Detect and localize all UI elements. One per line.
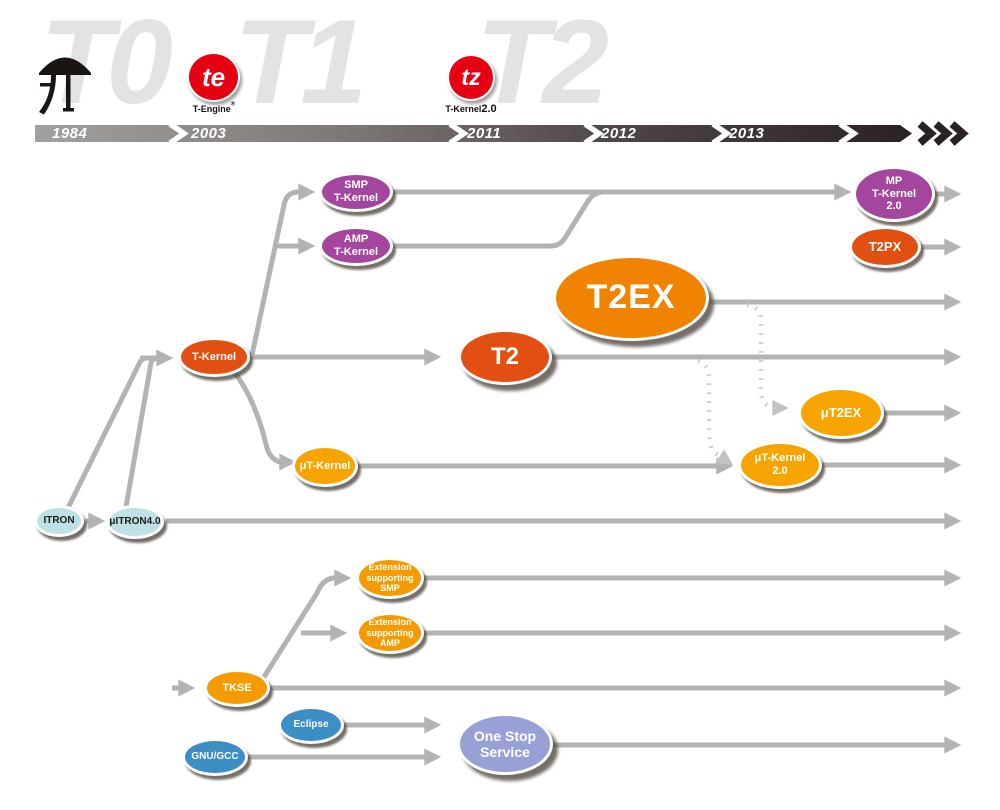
t-engine-logo-caption: T-Engine® (192, 101, 236, 114)
node-label: μT-Kernel 2.0 (754, 452, 806, 477)
node-mu-t-kernel-2-0: μT-Kernel 2.0 (738, 441, 822, 489)
node-label: Extension supporting SMP (366, 562, 414, 594)
node-mu-t-kernel: μT-Kernel (292, 445, 358, 487)
node-t2: T2 (458, 329, 552, 385)
node-eclipse: Eclipse (278, 706, 344, 744)
timeline-year-2013: 2013 (729, 125, 765, 142)
watermark-t1: T1 (234, 0, 367, 129)
node-mp-t-kernel-2-0: MP T-Kernel 2.0 (853, 166, 935, 222)
t-kernel-20-logo-icon: tz (447, 54, 495, 101)
dotted-connectors (697, 302, 789, 466)
t-kernel-20-logo-caption: T-Kernel2.0 (445, 103, 497, 115)
node-label: μT-Kernel (299, 459, 351, 472)
node-label: MP T-Kernel 2.0 (871, 175, 916, 213)
node-label: ITRON (43, 515, 75, 527)
node-label: SMP T-Kernel (333, 179, 378, 204)
node-t-kernel: T-Kernel (178, 337, 250, 377)
node-itron: ITRON (34, 505, 84, 537)
timeline-year-2011: 2011 (467, 125, 502, 142)
node-amp-t-kernel: AMP T-Kernel (319, 226, 393, 266)
timeline-separator-chevrons (168, 121, 859, 146)
node-gnu-gcc: GNU/GCC (182, 738, 248, 776)
node-extension-supporting-amp: Extension supporting AMP (356, 612, 424, 654)
node-label: One Stop Service (473, 727, 537, 760)
node-label: μITRON4.0 (109, 516, 161, 528)
node-label: GNU/GCC (191, 751, 239, 763)
node-mu-itron-4-0: μITRON4.0 (106, 505, 164, 539)
node-smp-t-kernel: SMP T-Kernel (319, 172, 393, 212)
timeline-future-chevrons (917, 121, 969, 146)
node-label: T2EX (586, 278, 676, 317)
node-extension-supporting-smp: Extension supporting SMP (356, 557, 424, 599)
node-label: μT2EX (820, 404, 862, 420)
node-label: Extension supporting AMP (366, 617, 414, 649)
node-label: AMP T-Kernel (333, 233, 378, 258)
timeline-year-1984: 1984 (52, 125, 88, 142)
t-engine-monogram: te (201, 62, 226, 92)
timeline-year-2012: 2012 (601, 125, 637, 142)
timeline-bar (35, 121, 969, 146)
node-one-stop-service: One Stop Service (457, 713, 553, 775)
registered-mark: ® (230, 101, 236, 108)
node-label: Eclipse (293, 719, 329, 731)
node-tkse: TKSE (204, 669, 270, 707)
node-label: T-Kernel (191, 350, 236, 363)
node-mu-t2ex: μT2EX (798, 387, 884, 439)
tron-logo-icon (39, 57, 91, 115)
t-engine-logo-icon: te (187, 52, 240, 102)
node-t2px: T2PX (849, 226, 921, 268)
t-kernel-20-monogram: tz (461, 64, 481, 90)
node-label: T2PX (868, 238, 902, 254)
node-label: TKSE (222, 681, 252, 694)
node-t2ex: T2EX (553, 255, 709, 341)
timeline-year-2003: 2003 (191, 125, 227, 142)
node-label: T2 (490, 343, 519, 371)
watermark-t2: T2 (476, 0, 609, 129)
